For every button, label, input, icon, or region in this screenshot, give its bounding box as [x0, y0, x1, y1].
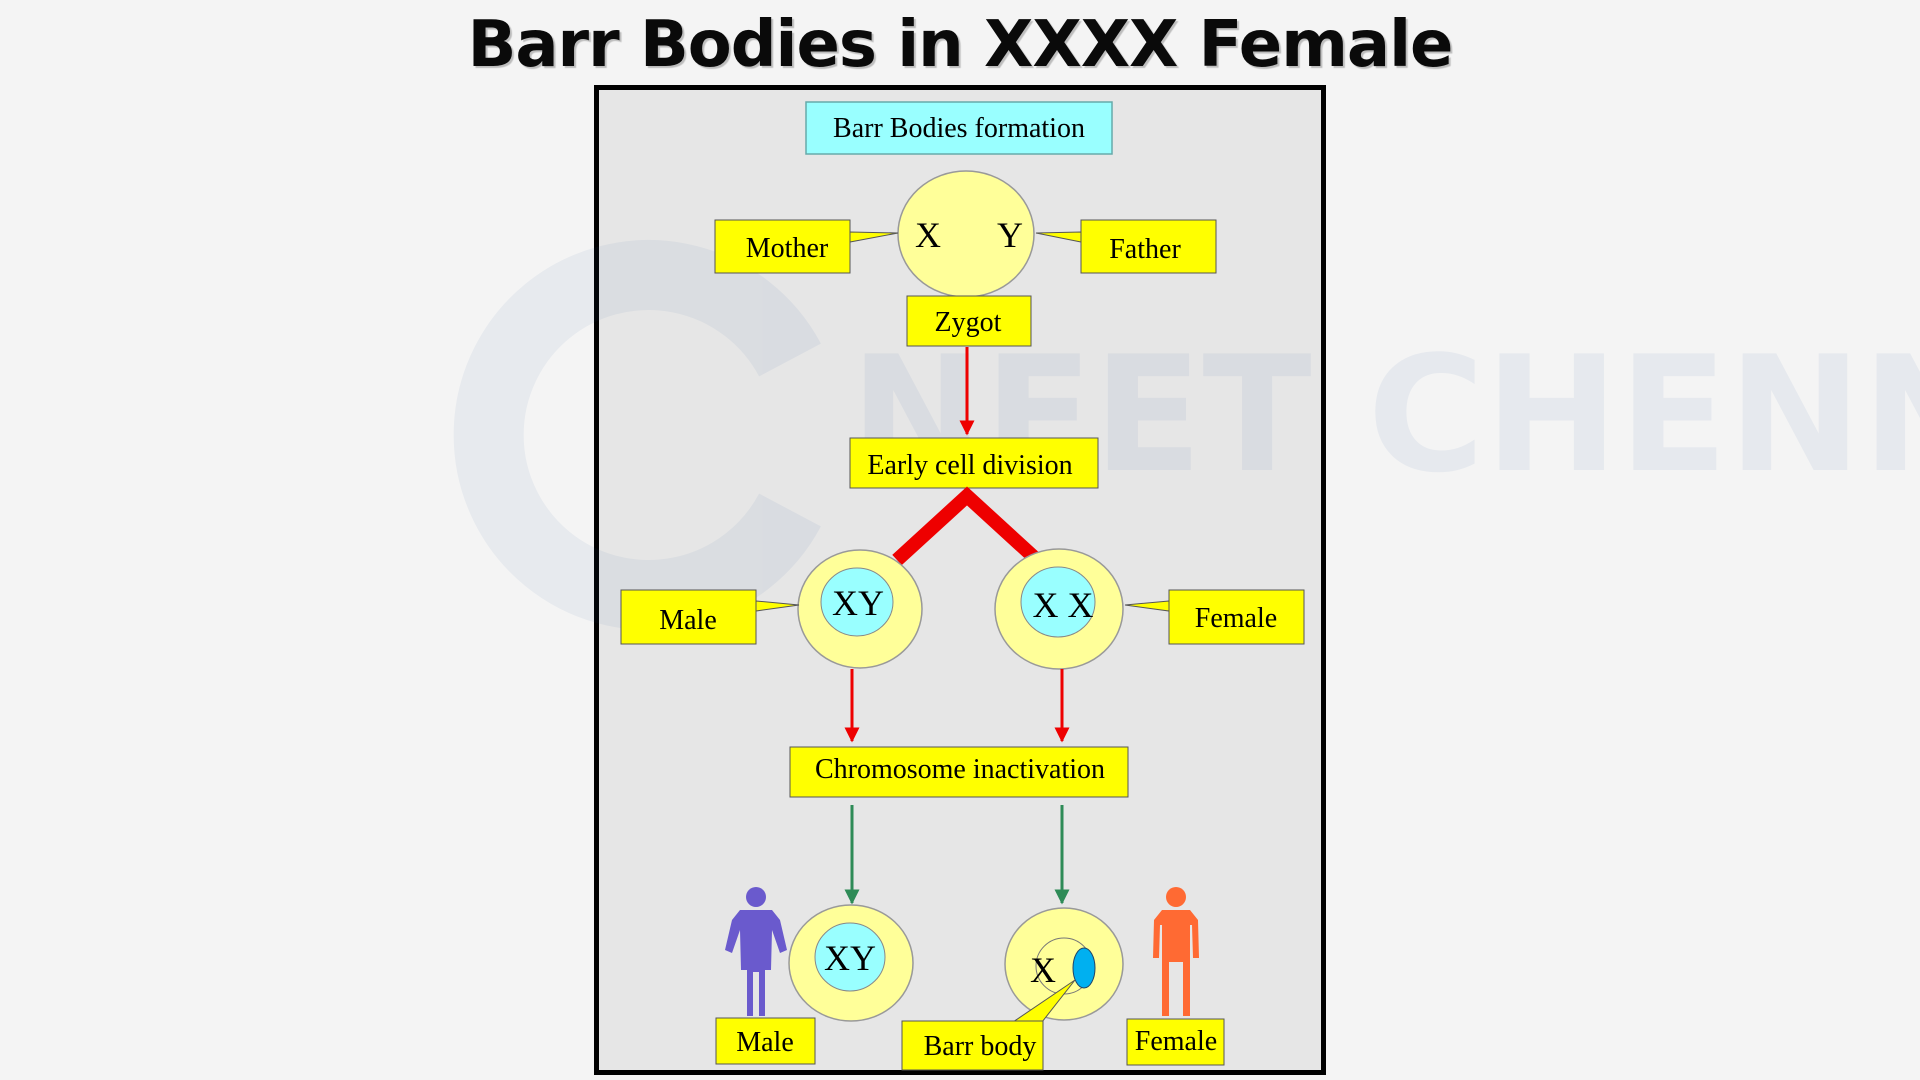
inactivation-box: [789, 746, 1129, 798]
female-nucleus: [1020, 566, 1096, 638]
mother-label: Mother: [746, 233, 829, 264]
watermark-logo: NEET CHENNAI: [453, 240, 1920, 630]
header-label: Barr Bodies formation: [833, 113, 1085, 144]
page-title: Barr Bodies in XXXX Female: [467, 8, 1454, 82]
male-figure-icon: [725, 887, 787, 1016]
female-nucleus-label: X X: [1033, 585, 1094, 625]
mother-callout-pointer: [849, 231, 899, 243]
female-box: [1168, 589, 1305, 645]
final-female-label: Female: [1135, 1026, 1217, 1057]
mother-box: [714, 219, 851, 274]
female-label: Female: [1195, 603, 1277, 634]
final-female-box: [1126, 1018, 1225, 1066]
division-split-lines: [892, 486, 1042, 566]
zygote-chromosome-y: Y: [997, 215, 1023, 255]
father-label: Father: [1109, 234, 1181, 265]
female-figure-icon: [1153, 887, 1199, 1016]
father-box: [1080, 219, 1217, 274]
father-callout-pointer: [1035, 231, 1082, 243]
male-label: Male: [659, 605, 717, 636]
barr-body-marker: [1072, 947, 1096, 989]
final-male-label: Male: [736, 1027, 794, 1058]
final-female-nucleus-label: X: [1030, 950, 1056, 990]
male-callout-pointer: [755, 600, 800, 612]
final-male-nucleus-label: XY: [824, 938, 876, 978]
zygot-box: [906, 295, 1032, 347]
header-box: [805, 101, 1113, 155]
early-division-label: Early cell division: [867, 450, 1072, 481]
zygot-label: Zygot: [935, 307, 1002, 338]
final-male-box: [715, 1017, 816, 1065]
barr-body-box: [901, 1020, 1044, 1071]
early-division-box: [849, 437, 1099, 489]
male-nucleus-label: XY: [832, 583, 884, 623]
final-male-nucleus: [814, 922, 886, 992]
zygote-chromosome-x: X: [915, 215, 941, 255]
male-nucleus: [820, 567, 894, 637]
female-callout-pointer: [1124, 600, 1170, 612]
final-female-cell: [1004, 907, 1124, 1021]
barr-body-label: Barr body: [924, 1031, 1037, 1062]
male-box: [620, 589, 757, 645]
inactivation-label: Chromosome inactivation: [815, 754, 1105, 785]
